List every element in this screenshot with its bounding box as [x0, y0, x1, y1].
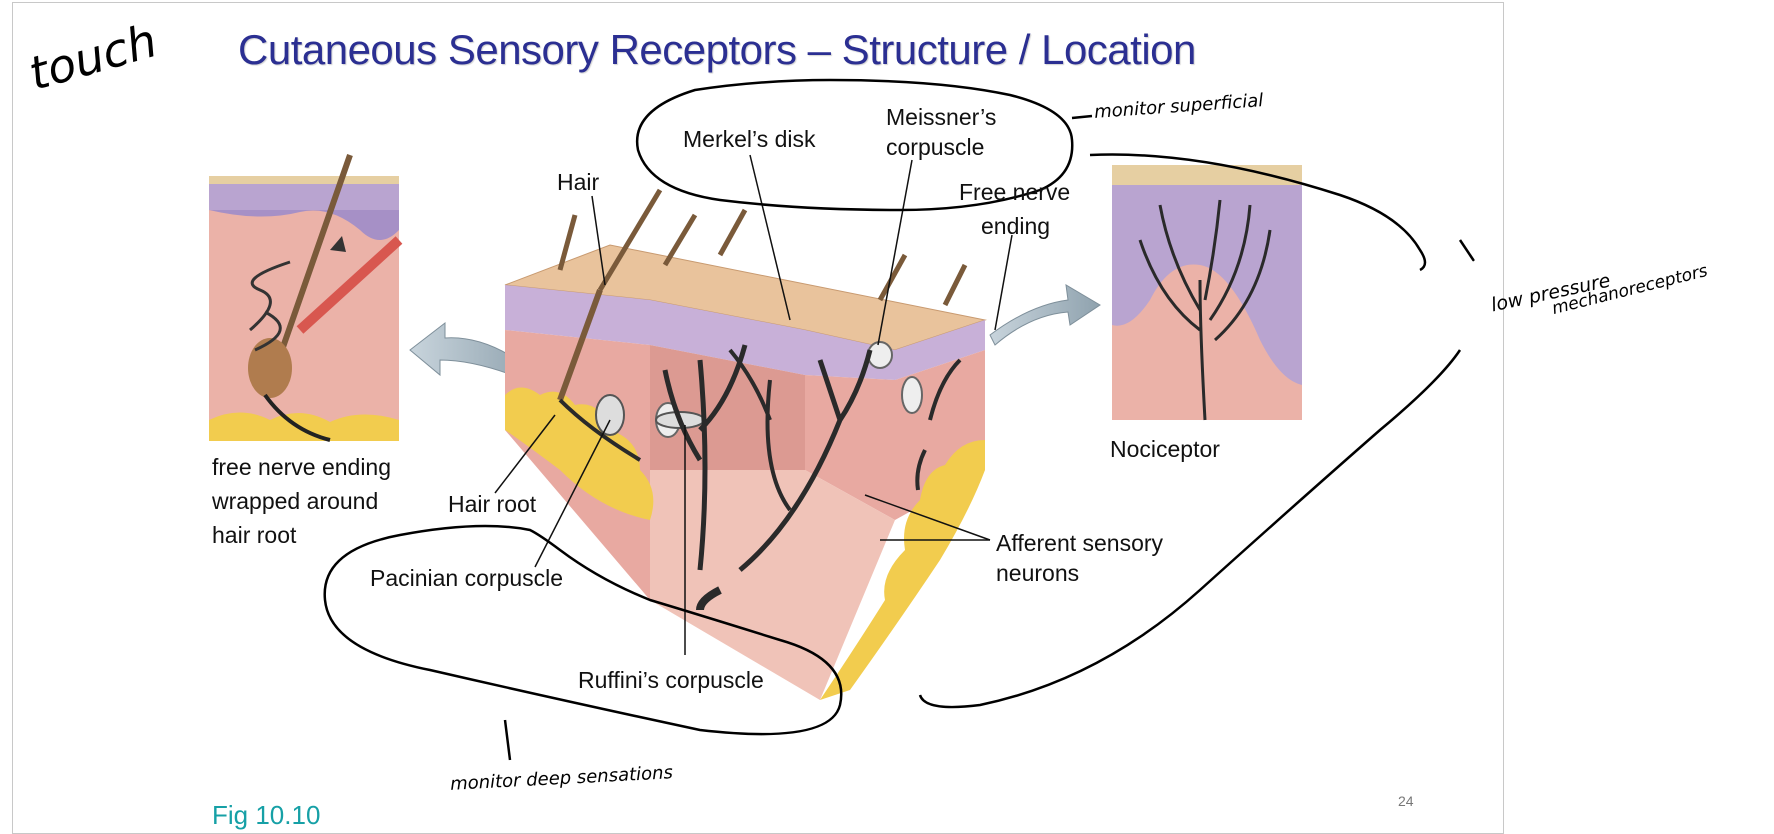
label-merkels-disk: Merkel’s disk — [683, 126, 816, 152]
label-pacinian-corpuscle: Pacinian corpuscle — [370, 565, 564, 591]
hair-root-inset — [209, 154, 403, 442]
label-afferent-line1: Afferent sensory — [996, 530, 1164, 556]
label-hair-root: Hair root — [448, 491, 537, 517]
label-afferent-line2: neurons — [996, 560, 1080, 586]
leader-lines — [494, 154, 1013, 655]
label-free-nerve-line2: ending — [981, 213, 1051, 239]
label-meissner-line1: Meissner’s — [886, 104, 997, 130]
label-wrapped-line1: free nerve ending — [212, 454, 392, 480]
page-number: 24 — [1398, 793, 1414, 809]
right-callout-arrow — [989, 284, 1101, 346]
label-wrapped-line3: hair root — [212, 522, 297, 548]
label-hair: Hair — [557, 169, 600, 195]
label-wrapped-line2: wrapped around — [212, 488, 379, 514]
handwritten-ink — [323, 78, 1475, 761]
nociceptor-inset — [1112, 165, 1302, 421]
label-meissner-line2: corpuscle — [886, 134, 985, 160]
slide-title: Cutaneous Sensory Receptors – Structure … — [238, 26, 1196, 73]
label-ruffinis-corpuscle: Ruffini’s corpuscle — [578, 667, 764, 693]
diagram-artwork — [209, 78, 1475, 761]
label-free-nerve-line1: Free nerve — [959, 179, 1071, 205]
label-nociceptor: Nociceptor — [1110, 436, 1220, 462]
skin-cross-section — [504, 188, 987, 700]
